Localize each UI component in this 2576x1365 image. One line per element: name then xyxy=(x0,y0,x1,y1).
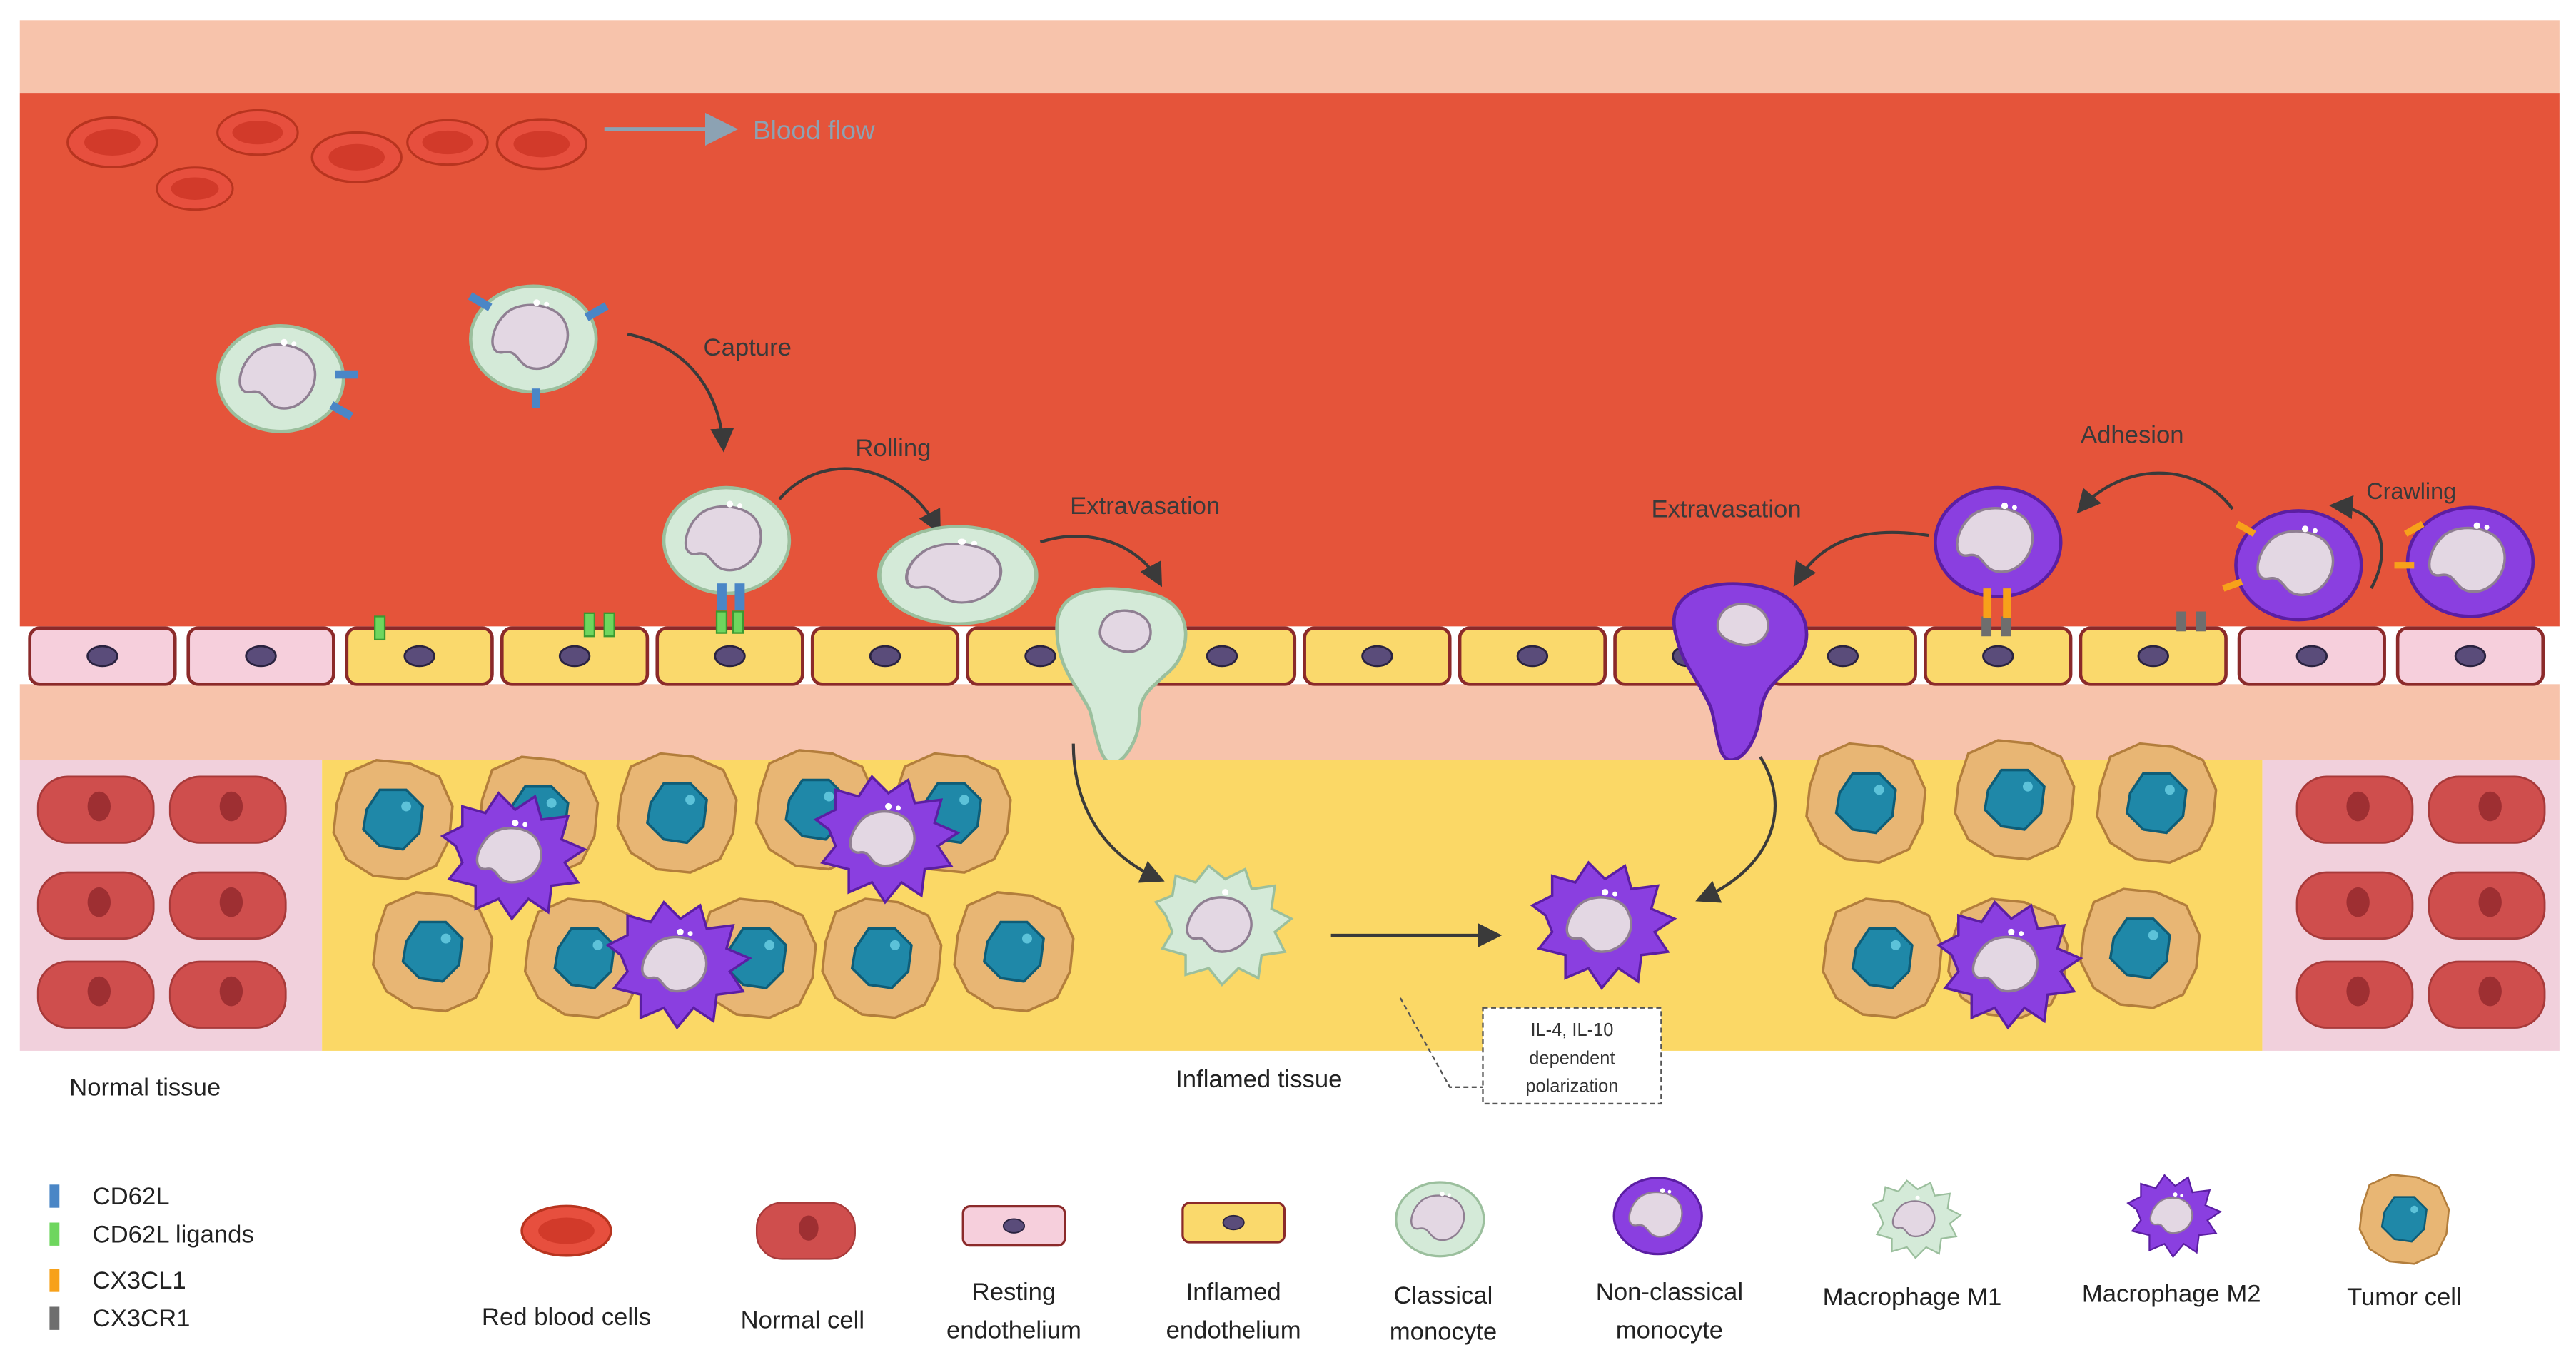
nonclassical-to-tissue-arrow xyxy=(1695,756,1777,903)
cx3cr1-receptors xyxy=(1981,611,2206,637)
adhesion-arrow xyxy=(2076,471,2234,514)
non-classical-monocyte-extravasating xyxy=(1672,582,1809,762)
inflamed-endothelium-cell xyxy=(502,628,647,685)
legend-normal-cell: Normal cell xyxy=(741,1307,864,1334)
capture-arrow xyxy=(627,332,734,453)
extravasation-label-nonclassical: Extravasation xyxy=(1651,496,1801,523)
blood-flow-label: Blood flow xyxy=(753,115,875,145)
polarization-note-connector xyxy=(1399,997,1483,1088)
legend-macrophage-m2: Macrophage M2 xyxy=(2082,1281,2261,1308)
classical-monocyte-free xyxy=(218,326,359,431)
vessel-wall-top xyxy=(19,20,2560,94)
legend-inflamed-line-2: endothelium xyxy=(1166,1316,1301,1344)
inflamed-endothelium-cell xyxy=(2081,628,2226,685)
inflamed-endothelium-cell xyxy=(1305,628,1450,685)
legend-nonclassical-line-2: monocyte xyxy=(1616,1316,1723,1344)
legend-red-blood-cells: Red blood cells xyxy=(482,1304,651,1331)
resting-endothelium-cell xyxy=(30,628,176,685)
classical-monocyte-rolling-bound xyxy=(664,488,789,610)
tumor-cell-icon xyxy=(2358,1174,2450,1265)
legend-tumor-cell: Tumor cell xyxy=(2347,1284,2462,1311)
macrophage-m1-icon xyxy=(1872,1179,1961,1259)
cx3cr1-swatch xyxy=(49,1306,60,1330)
cd62l-swatch xyxy=(49,1184,60,1208)
normal-cell-icon xyxy=(755,1202,856,1260)
classical-monocyte-rolling xyxy=(879,527,1036,624)
legend-macrophage-m1: Macrophage M1 xyxy=(1823,1284,2002,1311)
inflamed-endothelium-cell xyxy=(812,628,958,685)
blood-lumen xyxy=(19,93,2560,627)
polarization-note-line-1: IL-4, IL-10 xyxy=(1530,1020,1613,1040)
non-classical-monocyte-crawling-right xyxy=(2394,508,2533,617)
polarization-note-line-2: dependent xyxy=(1529,1048,1615,1068)
polarization-note-box xyxy=(1482,1007,1662,1105)
inflamed-endothelium-cell xyxy=(1925,628,2071,685)
legend-classical-line-2: monocyte xyxy=(1390,1319,1497,1346)
resting-endothelium-cell xyxy=(188,628,334,685)
legend-inflamed-line-1: Inflamed xyxy=(1186,1279,1281,1306)
legend-resting-line-2: endothelium xyxy=(946,1316,1081,1344)
legend-receptors: CD62L CD62L ligands CX3CL1 CX3CR1 xyxy=(49,1183,254,1332)
extravasation-label-classical: Extravasation xyxy=(1070,493,1220,520)
legend-nonclassical-line-1: Non-classical xyxy=(1596,1279,1743,1306)
endothelium-layer xyxy=(30,628,2543,685)
inflamed-endothelium-cell xyxy=(657,628,803,685)
non-classical-monocyte-icon xyxy=(1612,1177,1703,1256)
non-classical-monocyte-adhesion xyxy=(1935,488,2061,618)
classical-monocyte-icon xyxy=(1395,1181,1485,1258)
cd62l-ligands xyxy=(373,610,744,641)
red-blood-cell-icon xyxy=(520,1204,612,1257)
non-classical-monocyte-crawling-left xyxy=(2222,510,2361,620)
legend-cx3cl1: CX3CL1 xyxy=(93,1267,186,1294)
rolling-arrow xyxy=(778,467,941,535)
resting-endothelium-cell xyxy=(2239,628,2385,685)
resting-endothelium-icon xyxy=(961,1204,1066,1247)
inflamed-endothelium-icon xyxy=(1181,1202,1286,1244)
extravasation-arrow-classical xyxy=(1039,535,1163,588)
macrophage-m2-icon xyxy=(2127,1174,2221,1258)
legend-cd62l-ligands: CD62L ligands xyxy=(93,1221,254,1248)
polarization-note-line-3: polarization xyxy=(1525,1077,1618,1097)
cd62l-ligand-swatch xyxy=(49,1222,60,1246)
legend-resting-line-1: Resting xyxy=(972,1279,1056,1306)
crawling-arrow xyxy=(2328,495,2383,590)
adhesion-label: Adhesion xyxy=(2081,422,2184,449)
classical-monocyte-capture xyxy=(468,286,609,408)
classical-to-tissue-arrow xyxy=(1071,743,1165,883)
inflamed-tissue-label: Inflamed tissue xyxy=(1176,1066,1342,1093)
capture-label: Capture xyxy=(704,334,792,361)
legend-cx3cr1: CX3CR1 xyxy=(93,1305,191,1332)
resting-endothelium-cell xyxy=(2398,628,2543,685)
legend-cd62l: CD62L xyxy=(93,1183,170,1210)
rolling-label: Rolling xyxy=(855,435,931,462)
cx3cl1-swatch xyxy=(49,1269,60,1292)
extravasation-arrow-nonclassical xyxy=(1793,530,1929,587)
normal-tissue-label: Normal tissue xyxy=(69,1074,221,1101)
crawling-label: Crawling xyxy=(2366,478,2456,504)
classical-monocyte-extravasating xyxy=(1055,587,1188,765)
legend-cells: Red blood cells Normal cell Resting endo… xyxy=(482,1174,2462,1346)
legend-classical-line-1: Classical xyxy=(1394,1282,1493,1309)
inflamed-endothelium-cell xyxy=(347,628,493,685)
inflamed-endothelium-cell xyxy=(1460,628,1605,685)
